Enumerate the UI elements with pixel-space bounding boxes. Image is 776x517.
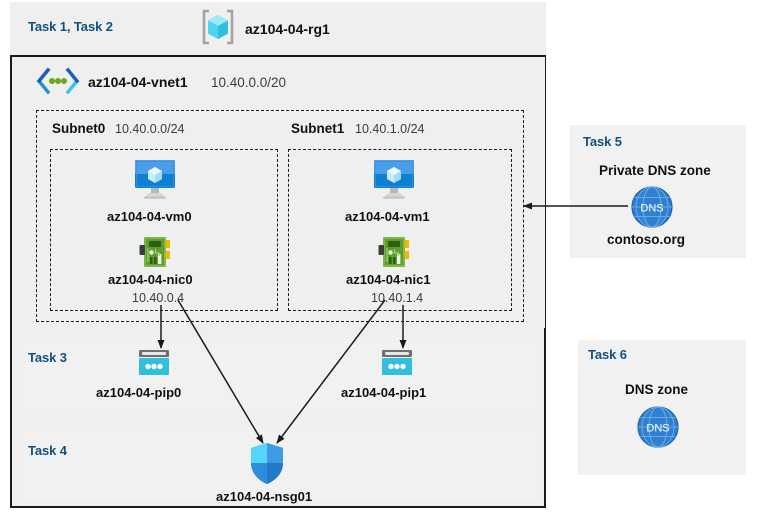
task-label-5: Task 5 <box>583 134 622 149</box>
private-dns-zone-heading: Private DNS zone <box>599 163 711 178</box>
nic0-name: az104-04-nic0 <box>108 272 193 287</box>
resource-group-name: az104-04-rg1 <box>245 21 330 37</box>
dns-icon-text: DNS <box>646 423 669 435</box>
virtual-machine-icon <box>370 158 418 200</box>
nic1-ip: 10.40.1.4 <box>371 291 424 305</box>
task-label-3: Task 3 <box>28 350 67 365</box>
dns-zone-icon: DNS <box>630 185 674 229</box>
vnet-address-space: 10.40.0.0/20 <box>211 75 287 90</box>
subnet1-prefix: 10.40.1.0/24 <box>355 122 425 136</box>
dns-zone-heading: DNS zone <box>625 382 689 397</box>
resource-group-icon <box>199 8 237 46</box>
nic0-ip: 10.40.0.4 <box>132 291 185 305</box>
nsg-name: az104-04-nsg01 <box>216 489 313 504</box>
private-dns-zone-name: contoso.org <box>607 232 685 247</box>
subnet0-resources-box <box>50 149 278 311</box>
public-ip-address-icon <box>136 348 172 380</box>
task-label-1-2: Task 1, Task 2 <box>28 19 113 34</box>
network-interface-icon <box>138 235 172 269</box>
virtual-network-icon <box>36 67 80 95</box>
vnet-name: az104-04-vnet1 <box>88 74 188 90</box>
nic1-name: az104-04-nic1 <box>346 272 431 287</box>
pip1-name: az104-04-pip1 <box>341 385 427 400</box>
subnet0-prefix: 10.40.0.0/24 <box>115 122 185 136</box>
task-label-4: Task 4 <box>28 443 67 458</box>
dns-icon-text: DNS <box>640 203 663 215</box>
task-label-6: Task 6 <box>588 347 627 362</box>
network-security-group-icon <box>248 442 286 486</box>
virtual-network-panel <box>12 55 545 328</box>
subnet1-resources-box <box>288 149 512 311</box>
subnet0-name: Subnet0 <box>52 121 106 136</box>
dns-zone-icon: DNS <box>636 405 680 449</box>
pip0-name: az104-04-pip0 <box>96 385 182 400</box>
virtual-machine-icon <box>131 158 179 200</box>
public-ip-address-icon <box>379 348 415 380</box>
resource-group-header-band <box>10 2 546 55</box>
network-interface-icon <box>377 235 411 269</box>
vm0-name: az104-04-vm0 <box>107 209 192 224</box>
vm1-name: az104-04-vm1 <box>345 209 430 224</box>
task3-panel <box>18 338 538 415</box>
subnet1-name: Subnet1 <box>291 121 345 136</box>
